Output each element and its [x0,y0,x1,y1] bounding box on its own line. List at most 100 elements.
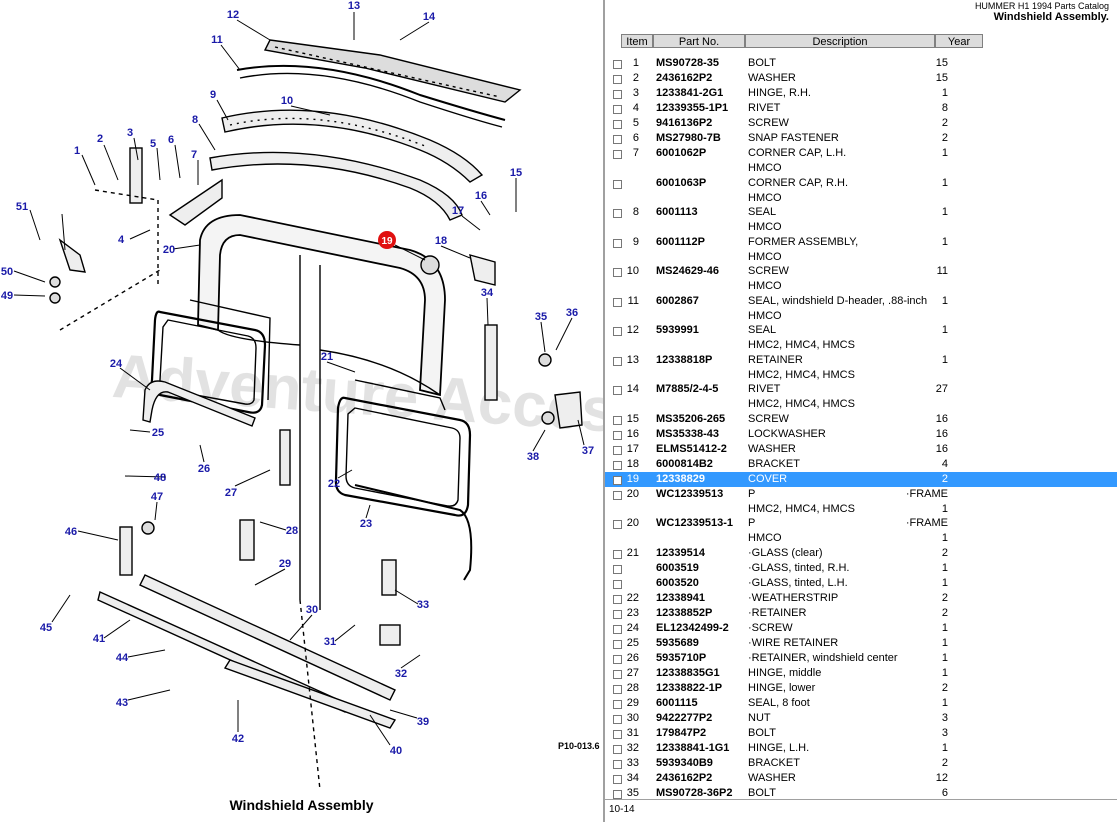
row-checkbox[interactable] [613,549,622,559]
callout-number[interactable]: 42 [232,733,244,745]
callout-number[interactable]: 48 [154,472,166,484]
callout-number[interactable]: 51 [16,201,28,213]
callout-number[interactable]: 45 [40,622,52,634]
callout-number[interactable]: 8 [192,114,198,126]
callout-number[interactable]: 30 [306,604,318,616]
callout-number[interactable]: 10 [281,95,293,107]
row-checkbox[interactable] [613,75,622,84]
callout-number[interactable]: 38 [527,451,539,463]
row-checkbox[interactable] [613,135,622,144]
callout-number[interactable]: 5 [150,138,156,150]
row-checkbox[interactable] [613,120,622,129]
callout-number[interactable]: 31 [324,636,336,648]
row-checkbox[interactable] [613,639,622,649]
callout-number[interactable]: 12 [227,9,239,21]
row-checkbox[interactable] [613,460,622,470]
callout-number[interactable]: 43 [116,697,128,709]
row-checkbox[interactable] [613,520,622,529]
callout-number[interactable]: 21 [321,351,333,363]
callout-number[interactable]: 4 [118,234,125,246]
callout-number[interactable]: 2 [97,133,103,145]
callout-number[interactable]: 14 [423,11,436,23]
highlight-callout-19[interactable]: 19 [378,231,426,261]
callout-number[interactable]: 35 [535,311,547,323]
callout-number[interactable]: 24 [110,358,123,370]
row-checkbox[interactable] [613,209,622,218]
callout-number[interactable]: 47 [151,491,163,503]
row-checkbox[interactable] [613,90,622,99]
callout-number[interactable]: 20 [163,244,175,256]
callout-number[interactable]: 22 [328,478,340,490]
row-checkbox[interactable] [613,789,622,799]
row-checkbox[interactable] [613,594,622,604]
row-checkbox[interactable] [613,475,622,485]
row-checkbox[interactable] [613,714,622,724]
row-checkbox[interactable] [613,150,622,159]
callout-number[interactable]: 29 [279,558,291,570]
callout-number[interactable]: 13 [348,0,360,12]
row-checkbox[interactable] [613,445,622,455]
callout-number[interactable]: 37 [582,445,594,457]
row-checkbox[interactable] [613,179,622,189]
row-checkbox[interactable] [613,238,622,248]
callout-number[interactable]: 6 [168,134,174,146]
callout-number[interactable]: 50 [1,266,13,278]
callout-number[interactable]: 41 [93,633,105,645]
row-checkbox[interactable] [613,699,622,709]
callout-number[interactable]: 49 [1,290,13,302]
callout-number[interactable]: 44 [116,652,129,664]
callout-number[interactable]: 39 [417,716,429,728]
col-item-header[interactable]: Item [621,34,653,48]
row-checkbox[interactable] [613,327,622,336]
callout-number[interactable]: 18 [435,235,447,247]
row-checkbox[interactable] [613,654,622,664]
row-checkbox[interactable] [613,415,622,425]
callout-number[interactable]: 26 [198,463,210,475]
callout-number[interactable]: 36 [566,307,578,319]
row-checkbox[interactable] [613,490,622,500]
row-checkbox[interactable] [613,669,622,679]
row-checkbox[interactable] [613,60,622,69]
callout-number[interactable]: 46 [65,526,77,538]
row-checkbox[interactable] [613,564,622,574]
callout-number[interactable]: 9 [210,89,216,101]
table-row[interactable]: 6003520·GLASS, tinted, L.H.1 [605,576,1117,591]
callout-number[interactable]: 11 [211,34,223,46]
row-checkbox[interactable] [613,386,622,395]
row-checkbox[interactable] [613,624,622,634]
callout-number[interactable]: 28 [286,525,298,537]
row-checkbox[interactable] [613,609,622,619]
row-checkbox[interactable] [613,297,622,307]
callout-number[interactable]: 1 [74,145,80,157]
callout-number[interactable]: 32 [395,668,407,680]
col-desc-header[interactable]: Description [745,34,935,48]
row-checkbox[interactable] [613,356,622,366]
callout-number[interactable]: 27 [225,487,237,499]
panel-divider[interactable] [603,0,605,822]
